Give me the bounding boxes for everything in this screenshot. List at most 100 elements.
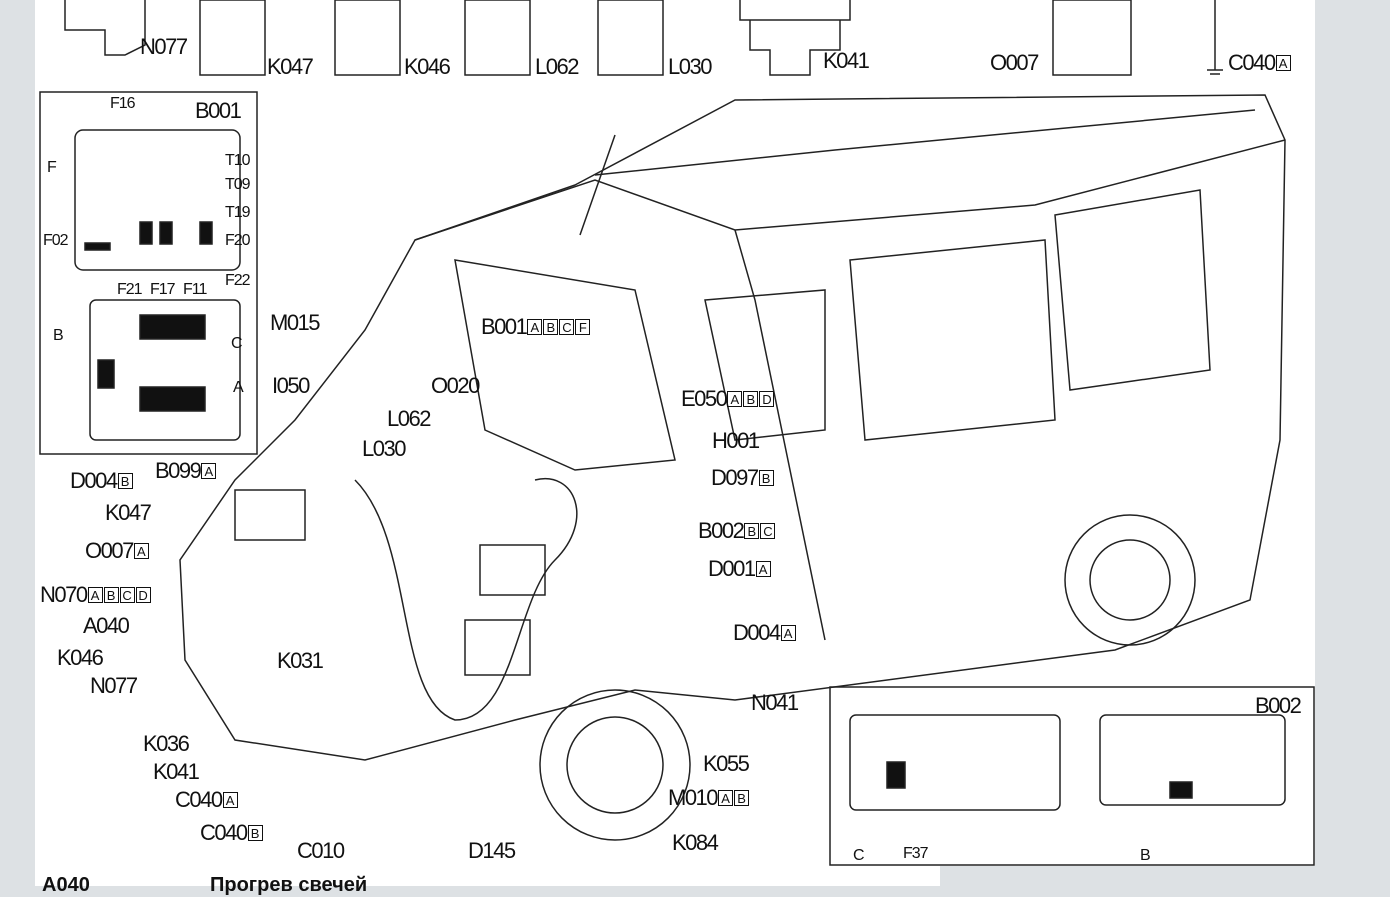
connector-letter-box: B [744, 523, 760, 539]
component-code: D004 [733, 620, 781, 645]
inset-b001-label: B [53, 327, 64, 344]
connector-letter-box: A [718, 790, 734, 806]
connector-letter-box: A [87, 587, 103, 603]
component-code: N041 [751, 690, 799, 715]
connector-letter-box: A [222, 792, 238, 808]
top-component-label: L030 [668, 54, 712, 79]
inset-b001-label: C [231, 335, 243, 352]
component-code: K055 [703, 751, 750, 776]
connector-letter-box: D [135, 587, 151, 603]
component-code: M015 [270, 310, 321, 335]
connector-letter-box: B [543, 319, 559, 335]
callout-label-k036: K036 [143, 733, 190, 755]
component-code: K041 [823, 48, 870, 73]
n077-symbol [64, 0, 146, 56]
component-code: B001 [481, 314, 528, 339]
connector-letter-box: A [133, 543, 149, 559]
k041-symbol [739, 0, 851, 76]
component-code: B099 [155, 458, 202, 483]
component-code: D145 [468, 838, 516, 863]
callout-label-l030: L030 [362, 438, 406, 460]
component-code: O020 [431, 373, 480, 398]
connector-letter-box: C [559, 319, 575, 335]
component-code: L062 [387, 406, 431, 431]
callout-label-i050: I050 [272, 373, 310, 398]
callout-label-h001: H001 [712, 428, 760, 453]
component-code: C040 [1228, 50, 1276, 75]
component-code: I050 [272, 373, 310, 398]
inset-b001-label: F [47, 159, 57, 176]
inset-b001-frame [39, 91, 258, 455]
callout-label-o020: O020 [431, 373, 480, 398]
top-component-label: K047 [267, 56, 314, 78]
component-code: D001 [708, 556, 756, 581]
connector-letter-box: F [575, 319, 591, 335]
component-code: C040 [200, 820, 248, 845]
component-code: K084 [672, 830, 719, 855]
component-code: C040 [175, 787, 223, 812]
relay-l062-symbol [464, 0, 531, 76]
component-code: H001 [712, 428, 760, 453]
callout-label-l062: L062 [387, 406, 431, 431]
connector-letter-box: B [247, 825, 263, 841]
relay-k046-symbol [334, 0, 401, 76]
component-code: K031 [277, 648, 324, 673]
inset-b002-label: B [1140, 847, 1151, 864]
component-code: M010 [668, 785, 719, 810]
connector-letter-box: A [755, 561, 771, 577]
callout-label-k047: K047 [105, 500, 152, 525]
callout-label-c010: C010 [297, 840, 345, 862]
inset-b001-label: T19 [225, 204, 251, 221]
connector-letter-box: B [743, 391, 759, 407]
top-component-label: N077 [140, 34, 188, 59]
inset-b002-title: B002 [1255, 693, 1302, 718]
component-code: K047 [105, 500, 152, 525]
callout-label-n077: N077 [90, 673, 138, 698]
callout-label-k084: K084 [672, 830, 719, 855]
top-component-label: O007 [990, 52, 1039, 74]
inset-b001-label: F16 [110, 95, 136, 112]
inset-b002-label: C [853, 847, 865, 864]
relay-k047-symbol [199, 0, 266, 76]
connector-letter-box: B [734, 790, 750, 806]
relay-l030-symbol [597, 0, 664, 76]
component-code: K041 [153, 759, 200, 784]
inset-b001-label: F02 [43, 232, 69, 249]
connector-letter-box: A [1275, 55, 1291, 71]
top-component-label: K046 [404, 56, 451, 78]
inset-b001-label: F21 [117, 281, 143, 298]
callout-label-k031: K031 [277, 648, 324, 673]
component-code: N077 [90, 673, 138, 698]
callout-label-k046: K046 [57, 645, 104, 670]
component-code: L062 [535, 54, 579, 79]
connector-letter-box: B [103, 587, 119, 603]
inset-b001-label: F17 [150, 281, 176, 298]
component-code: N070 [40, 582, 88, 607]
callout-label-k055: K055 [703, 751, 750, 776]
callout-label-m015: M015 [270, 310, 321, 335]
top-component-label: K041 [823, 48, 870, 73]
wiring-harness [354, 477, 578, 721]
connector-letter-box: B [117, 473, 133, 489]
callout-label-d145: D145 [468, 838, 516, 863]
callout-label-a040: A040 [83, 615, 130, 637]
component-code: L030 [668, 54, 712, 79]
inset-b001-title: B001 [195, 98, 242, 123]
component-code: N077 [140, 34, 188, 59]
inset-b002-frame [829, 686, 1315, 866]
connector-letter-box: C [119, 587, 135, 603]
component-code: K046 [57, 645, 104, 670]
connector-letter-box: A [727, 391, 743, 407]
inset-b001-label: T09 [225, 176, 251, 193]
inset-b001-label: F22 [225, 272, 251, 289]
inset-b002-label: F37 [903, 845, 929, 862]
c040-symbol [1207, 0, 1223, 75]
